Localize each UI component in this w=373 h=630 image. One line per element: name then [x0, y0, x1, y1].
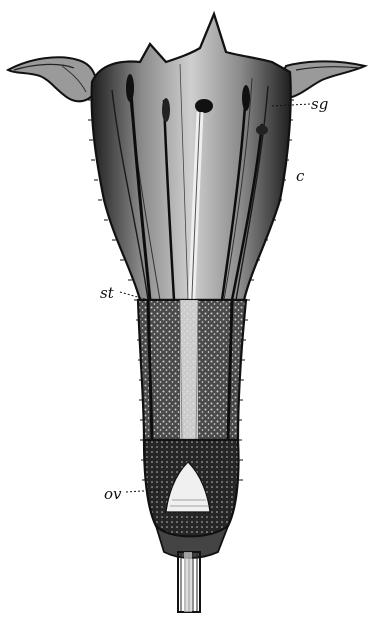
label-corolla: c: [296, 169, 304, 184]
right-petal-lobe: [282, 61, 365, 98]
label-stigma: sg: [311, 97, 328, 112]
label-ovary: ov: [104, 487, 122, 502]
left-petal-lobe: [8, 57, 96, 101]
label-stamen: st: [100, 286, 114, 301]
corolla-tube: [138, 300, 246, 440]
ovary: [144, 440, 239, 537]
pedicel: [178, 552, 200, 612]
